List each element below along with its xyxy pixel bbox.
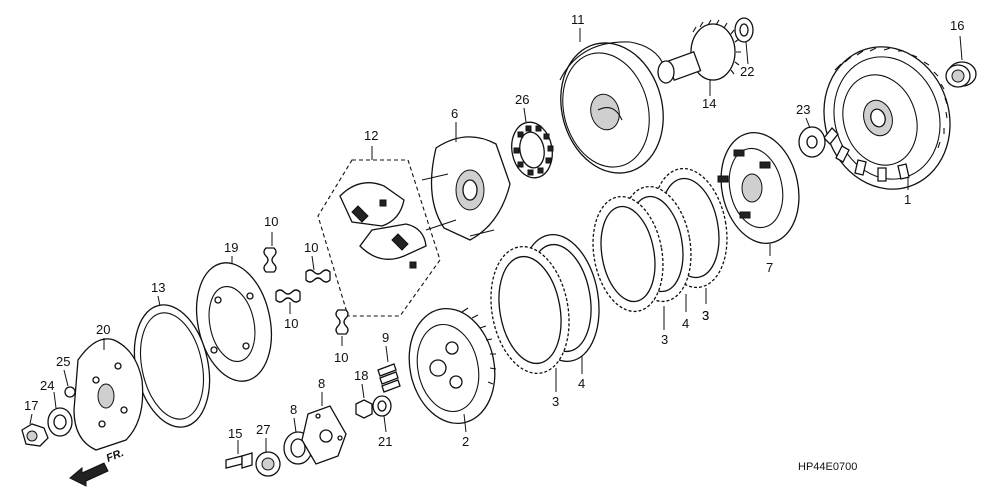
part-20-plate [73,338,144,451]
part-24-washer [47,391,73,437]
callout-12: 12 [364,128,378,143]
part-21-washer [372,395,392,433]
callout-18: 18 [354,368,368,383]
callout-15: 16 [950,18,964,33]
callout-10d: 10 [334,350,348,365]
part-18-nut [355,383,373,419]
callout-25: 25 [56,354,70,369]
clutch-plates-left [490,233,600,392]
front-direction-arrow: FR. [69,447,126,487]
callout-16: 15 [228,426,242,441]
callout-26: 26 [515,92,529,107]
part-19-plate [195,256,273,382]
callout-7: 8 [318,376,325,391]
callout-23: 23 [796,102,810,117]
part-26-one-way-clutch [511,107,554,179]
front-direction-label: FR. [105,447,126,465]
callout-3c: 3 [552,394,559,409]
callout-17: 17 [24,398,38,413]
callout-2: 2 [462,434,469,449]
part-25-nut [63,369,76,398]
callout-11: 11 [571,12,585,27]
part-5-drive-plate [421,122,511,241]
callout-1: 1 [904,192,911,207]
part-11-drum [559,28,667,174]
callout-6: 7 [766,260,773,275]
callout-10a: 10 [264,214,278,229]
callout-3a: 3 [702,308,709,323]
part-22-washer [734,17,754,65]
callout-3d: 3 [661,332,668,347]
part-14-gear-shaft [657,19,741,96]
callout-27: 27 [256,422,270,437]
callout-3b: 3 [702,308,709,323]
callout-13: 13 [151,280,165,295]
callout-24: 24 [40,378,54,393]
diagram-code: HP44E0700 [798,461,857,473]
part-2-clutch-center [408,307,497,433]
part-23-washer [798,117,826,158]
part-27-bearing [255,438,281,477]
callout-22: 22 [740,64,754,79]
part-6-pressure-plate [717,132,800,256]
callout-5: 6 [451,106,458,121]
callout-9: 9 [382,330,389,345]
callout-19: 19 [224,240,238,255]
callout-4b: 4 [578,376,585,391]
callout-10b: 10 [304,240,318,255]
part-9-spring [377,345,401,393]
part-17-nut [21,413,49,447]
part-10-springs [263,232,349,346]
part-12-weight-assembly [317,146,441,317]
clutch-plates-right [592,167,728,330]
callout-8: 8 [290,402,297,417]
callout-14: 14 [702,96,716,111]
callout-20: 20 [96,322,110,337]
callout-10c: 10 [284,316,298,331]
callout-21: 21 [378,434,392,449]
part-15-bushing [945,35,977,88]
callouts: 11 16 22 14 26 23 6 12 1 10 10 19 7 13 1… [24,12,964,473]
part-16-bolt [225,440,253,469]
callout-4a: 4 [682,316,689,331]
part-7-plate [301,392,347,465]
part-1-clutch-outer [823,46,951,190]
